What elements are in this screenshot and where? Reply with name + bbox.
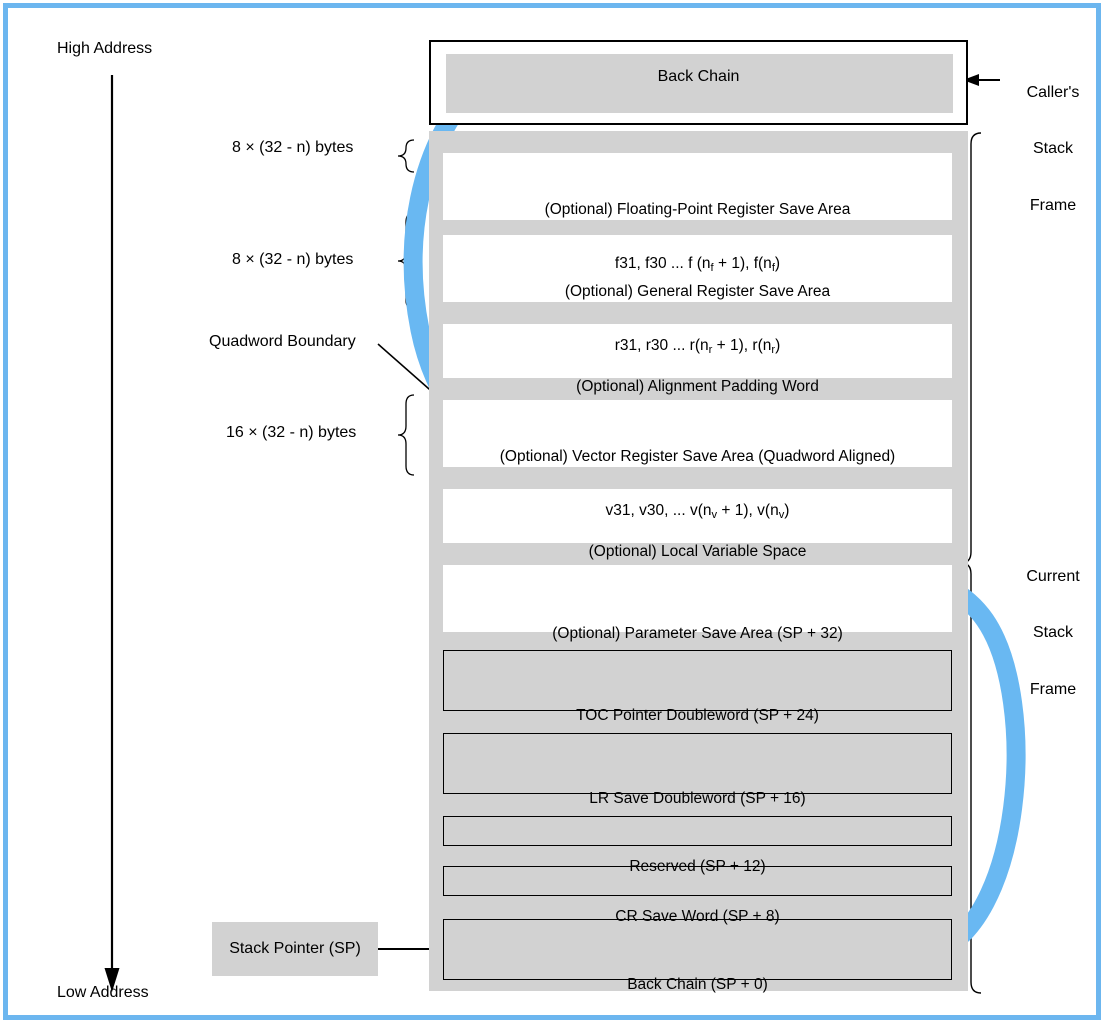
slot-cr-save-word[interactable] [443,866,952,896]
slot-label-fp-save-area-line2: f31, f30 ... f (nf + 1), f(nf) [614,255,781,275]
slot-label-vector-save-area-line2: v31, v30, ... v(nv + 1), v(nv) [605,502,790,522]
annotation-vr-size: 16 × (32 - n) bytes [226,424,357,441]
callers-frame-line-2: Stack [1032,140,1073,158]
slot-toc-pointer-doubleword[interactable] [443,650,952,711]
slot-vector-save-area[interactable] [443,400,952,467]
slot-fp-save-area[interactable] [443,153,952,220]
slot-label-parameter-save-area: (Optional) Parameter Save Area (SP + 32) [552,624,843,642]
slot-back-chain-sp0[interactable] [443,919,952,980]
slot-label-cr-save-word: CR Save Word (SP + 8) [615,907,780,925]
stack-pointer-box[interactable]: Stack Pointer (SP) [212,922,378,976]
slot-label-back-chain-sp0: Back Chain (SP + 0) [627,975,768,993]
slot-label-toc-pointer-doubleword: TOC Pointer Doubleword (SP + 24) [576,706,819,724]
annotation-gpr-size: 8 × (32 - n) bytes [232,251,354,268]
slot-back-chain-caller[interactable] [446,54,953,113]
annotation-quadword-boundary: Quadword Boundary [209,333,356,350]
callers-frame-arrow [963,74,1000,86]
callers-stack-frame-label: Caller's Stack Frame [1010,46,1096,235]
address-axis-arrow [104,75,120,992]
callers-frame-line-1: Caller's [1026,83,1080,101]
slot-label-local-variable-space: (Optional) Local Variable Space [588,542,807,560]
low-address-label: Low Address [57,984,149,1001]
slot-label-back-chain-caller: Back Chain [657,68,740,85]
callers-frame-line-3: Frame [1029,197,1077,214]
slot-local-variable-space[interactable] [443,489,952,543]
slot-label-fp-save-area-line1: (Optional) Floating-Point Register Save … [544,200,851,218]
current-frame-line-1: Current [1026,567,1080,585]
slot-label-vector-save-area-line1: (Optional) Vector Register Save Area (Qu… [499,447,896,465]
slot-label-gp-save-area-line1: (Optional) General Register Save Area [564,282,831,300]
slot-label-alignment-padding-word: (Optional) Alignment Padding Word [576,377,819,395]
current-frame-line-2: Stack [1032,624,1073,642]
high-address-label: High Address [57,40,153,57]
slot-alignment-padding-word[interactable] [443,324,952,378]
stack-pointer-label: Stack Pointer (SP) [229,940,361,957]
slot-lr-save-doubleword[interactable] [443,733,952,794]
slot-parameter-save-area[interactable] [443,565,952,632]
current-frame-line-3: Frame [1029,681,1077,698]
callers-stack-frame-box [429,40,968,125]
slot-label-lr-save-doubleword: LR Save Doubleword (SP + 16) [589,789,806,807]
slot-gp-save-area[interactable] [443,235,952,302]
annotation-fpr-size: 8 × (32 - n) bytes [232,139,354,156]
slot-label-reserved: Reserved (SP + 12) [629,857,766,875]
slot-label-gp-save-area-line2: r31, r30 ... r(nr + 1), r(nr) [614,337,781,357]
current-stack-frame-label: Current Stack Frame [1010,530,1096,719]
size-brace-fpr [397,139,415,173]
size-brace-vr [397,394,415,476]
slot-reserved[interactable] [443,816,952,846]
